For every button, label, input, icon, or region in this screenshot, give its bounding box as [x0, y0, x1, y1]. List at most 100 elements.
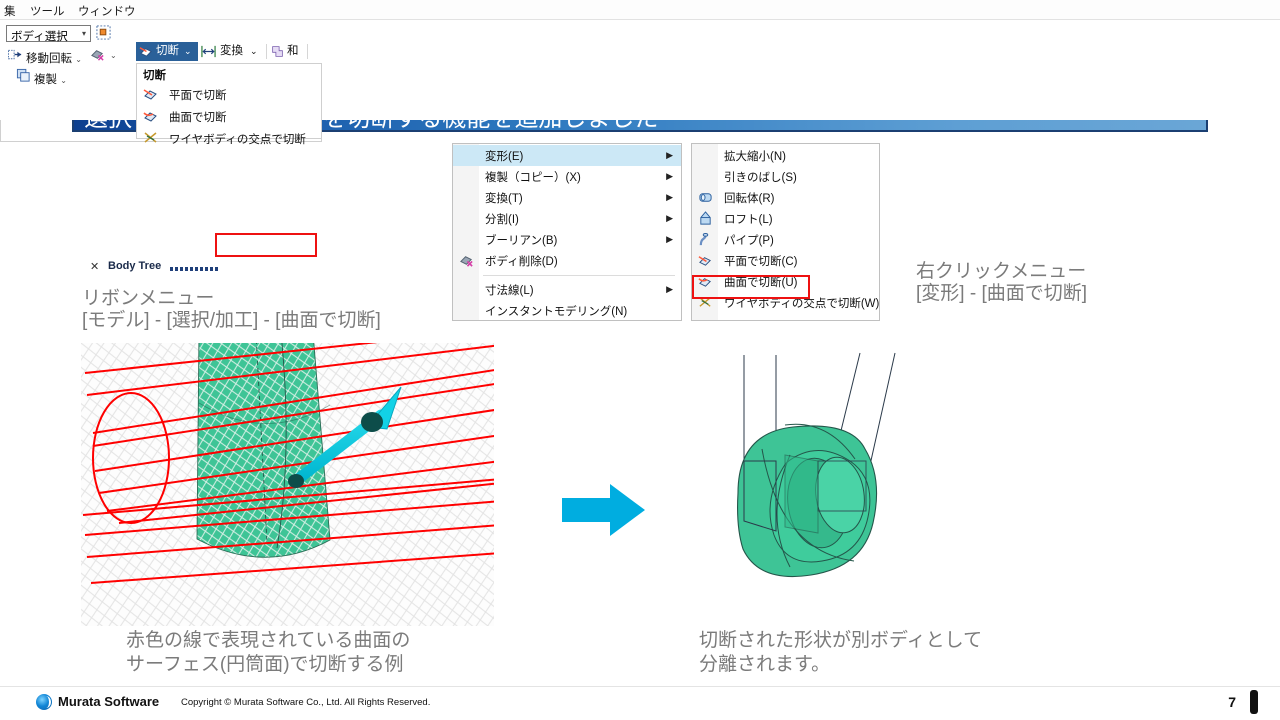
delete-body-icon — [460, 256, 473, 267]
ribbon-body: ボディ選択 ▾ 移動回転 ⌄ ⌄ — [0, 20, 1280, 146]
caption-context-menu: 右クリックメニュー [変形] - [曲面で切断] — [916, 261, 1088, 304]
chevron-down-icon: ⌄ — [75, 55, 82, 64]
toolbar-divider-2 — [307, 44, 308, 59]
process-arrow-icon — [562, 484, 645, 536]
context-menu-item-instant-modeling[interactable]: インスタントモデリング(N) — [453, 300, 681, 321]
union-button[interactable]: 和 — [270, 42, 304, 61]
context-menu-gutter — [453, 144, 479, 320]
chevron-right-icon: ▶ — [666, 213, 673, 223]
context-menu-item-copy-label: 複製（コピー）(X) — [485, 172, 581, 184]
chevron-down-icon: ⌄ — [60, 76, 67, 85]
transform-icon — [201, 45, 216, 58]
cut-wire-icon — [144, 132, 157, 143]
context-menu-item-transform[interactable]: 変形(E) ▶ — [453, 145, 681, 166]
chevron-right-icon: ▶ — [666, 234, 673, 244]
cut-plane-icon — [698, 256, 711, 266]
cut-icon — [139, 47, 152, 57]
context-menu-item-split[interactable]: 分割(I) ▶ — [453, 208, 681, 229]
transform-submenu: 拡大縮小(N) 引きのばし(S) 回転体(R) ロフト(L) パイプ(P) — [691, 143, 880, 321]
footer-divider — [0, 686, 1280, 687]
figure-cut-with-surface — [81, 343, 494, 626]
body-tree-drag-handle[interactable] — [170, 267, 218, 271]
cut-split-button[interactable]: 切断 ⌄ — [136, 42, 198, 61]
chevron-right-icon: ▶ — [666, 171, 673, 181]
cut-plane-icon — [143, 89, 157, 100]
context-menu-item-dimension-label: 寸法線(L) — [485, 285, 534, 297]
context-menu-item-boolean[interactable]: ブーリアン(B) ▶ — [453, 229, 681, 250]
cut-label: 切断 — [156, 45, 179, 57]
page-number-bar — [1250, 690, 1258, 714]
move-rotate-button[interactable]: 移動回転 ⌄ — [26, 50, 82, 66]
ribbon-tab-window[interactable]: ウィンドウ — [78, 6, 136, 18]
submenu-item-revolve[interactable]: 回転体(R) — [692, 187, 879, 208]
revolve-icon — [699, 193, 712, 202]
duplicate-label: 複製 — [34, 74, 57, 86]
move-rotate-icon[interactable] — [8, 47, 23, 62]
submenu-item-extrude[interactable]: 引きのばし(S) — [692, 166, 879, 187]
submenu-item-extrude-label: 引きのばし(S) — [724, 172, 797, 184]
submenu-item-cut-surface[interactable]: 曲面で切断(U) — [692, 271, 879, 292]
submenu-item-loft-label: ロフト(L) — [724, 214, 773, 226]
chevron-down-icon: ⌄ — [184, 46, 192, 56]
body-select-value: ボディ選択 — [11, 31, 68, 43]
chevron-right-icon: ▶ — [666, 284, 673, 294]
cut-dropdown-title: 切断 — [143, 70, 166, 82]
highlight-box-ribbon-cut-surface — [215, 233, 317, 257]
submenu-item-scale[interactable]: 拡大縮小(N) — [692, 145, 879, 166]
move-rotate-label: 移動回転 — [26, 53, 72, 65]
caption-right-figure: 切断された形状が別ボディとして 分離されます。 — [699, 630, 983, 675]
toolbar-divider — [266, 44, 267, 59]
submenu-item-scale-label: 拡大縮小(N) — [724, 151, 786, 163]
context-menu-separator — [483, 275, 675, 276]
union-icon — [272, 46, 283, 57]
submenu-item-loft[interactable]: ロフト(L) — [692, 208, 879, 229]
delete-body-icon[interactable] — [90, 47, 105, 62]
select-region-icon[interactable] — [96, 25, 111, 40]
cut-dropdown-menu: 切断 平面で切断 曲面で切断 — [136, 63, 322, 146]
transform-button[interactable]: 変換 ⌄ — [200, 42, 264, 61]
context-menu: 変形(E) ▶ 複製（コピー）(X) ▶ 変換(T) ▶ 分割(I) ▶ ブーリ… — [452, 143, 682, 321]
cut-surface-icon — [698, 278, 711, 287]
close-icon[interactable]: ✕ — [90, 261, 100, 273]
chevron-down-icon: ⌄ — [250, 46, 258, 56]
chevron-right-icon: ▶ — [666, 192, 673, 202]
context-menu-item-delete-body[interactable]: ボディ削除(D) — [453, 250, 681, 271]
context-menu-item-copy[interactable]: 複製（コピー）(X) ▶ — [453, 166, 681, 187]
context-menu-item-convert[interactable]: 変換(T) ▶ — [453, 187, 681, 208]
figure-separated-bodies — [690, 343, 940, 613]
ribbon-tab-0[interactable]: 集 — [4, 6, 16, 18]
duplicate-button[interactable]: 複製 ⌄ — [34, 71, 67, 87]
transform-label: 変換 — [220, 45, 243, 57]
chevron-down-icon: ▾ — [81, 29, 86, 38]
highlight-box-submenu-cut-surface — [692, 275, 810, 299]
submenu-item-pipe[interactable]: パイプ(P) — [692, 229, 879, 250]
cut-command-group: 切断 ⌄ 変換 ⌄ — [136, 40, 322, 161]
murata-logo-icon — [36, 694, 52, 710]
context-menu-item-boolean-label: ブーリアン(B) — [485, 235, 558, 247]
context-menu-item-delete-body-label: ボディ削除(D) — [485, 256, 558, 268]
chevron-down-icon[interactable]: ⌄ — [110, 51, 117, 60]
ring-body — [737, 423, 878, 578]
submenu-item-revolve-label: 回転体(R) — [724, 193, 775, 205]
submenu-item-cut-plane-label: 平面で切断(C) — [724, 256, 798, 268]
context-menu-item-dimension[interactable]: 寸法線(L) ▶ — [453, 279, 681, 300]
context-menu-item-split-label: 分割(I) — [485, 214, 519, 226]
duplicate-icon[interactable] — [16, 68, 31, 83]
cut-surface-icon — [143, 112, 157, 122]
caption-left-figure: 赤色の線で表現されている曲面の サーフェス(円筒面)で切断する例 — [126, 630, 411, 675]
submenu-item-cut-surface-label: 曲面で切断(U) — [724, 277, 798, 289]
caption-ribbon-menu: リボンメニュー [モデル] - [選択/加工] - [曲面で切断] — [82, 288, 381, 331]
body-select-combobox[interactable]: ボディ選択 ▾ — [6, 25, 91, 43]
submenu-item-cut-plane[interactable]: 平面で切断(C) — [692, 250, 879, 271]
ribbon-panel: 集 ツール ウィンドウ ボディ選択 ▾ 移動回転 ⌄ — [0, 0, 1280, 146]
body-tree-label: Body Tree — [108, 260, 162, 272]
submenu-item-cut-wire[interactable]: ワイヤボディの交点で切断(W) — [692, 292, 879, 313]
cut-dropdown-item-surface-label: 曲面で切断 — [169, 112, 227, 124]
cut-dropdown-item-plane-label: 平面で切断 — [169, 90, 227, 102]
footer-brand: Murata Software — [58, 694, 160, 709]
chevron-right-icon: ▶ — [666, 150, 673, 160]
body-tree-tab[interactable]: ✕ Body Tree — [82, 256, 218, 278]
ribbon-tab-tools[interactable]: ツール — [30, 6, 65, 18]
submenu-gutter — [692, 144, 718, 320]
